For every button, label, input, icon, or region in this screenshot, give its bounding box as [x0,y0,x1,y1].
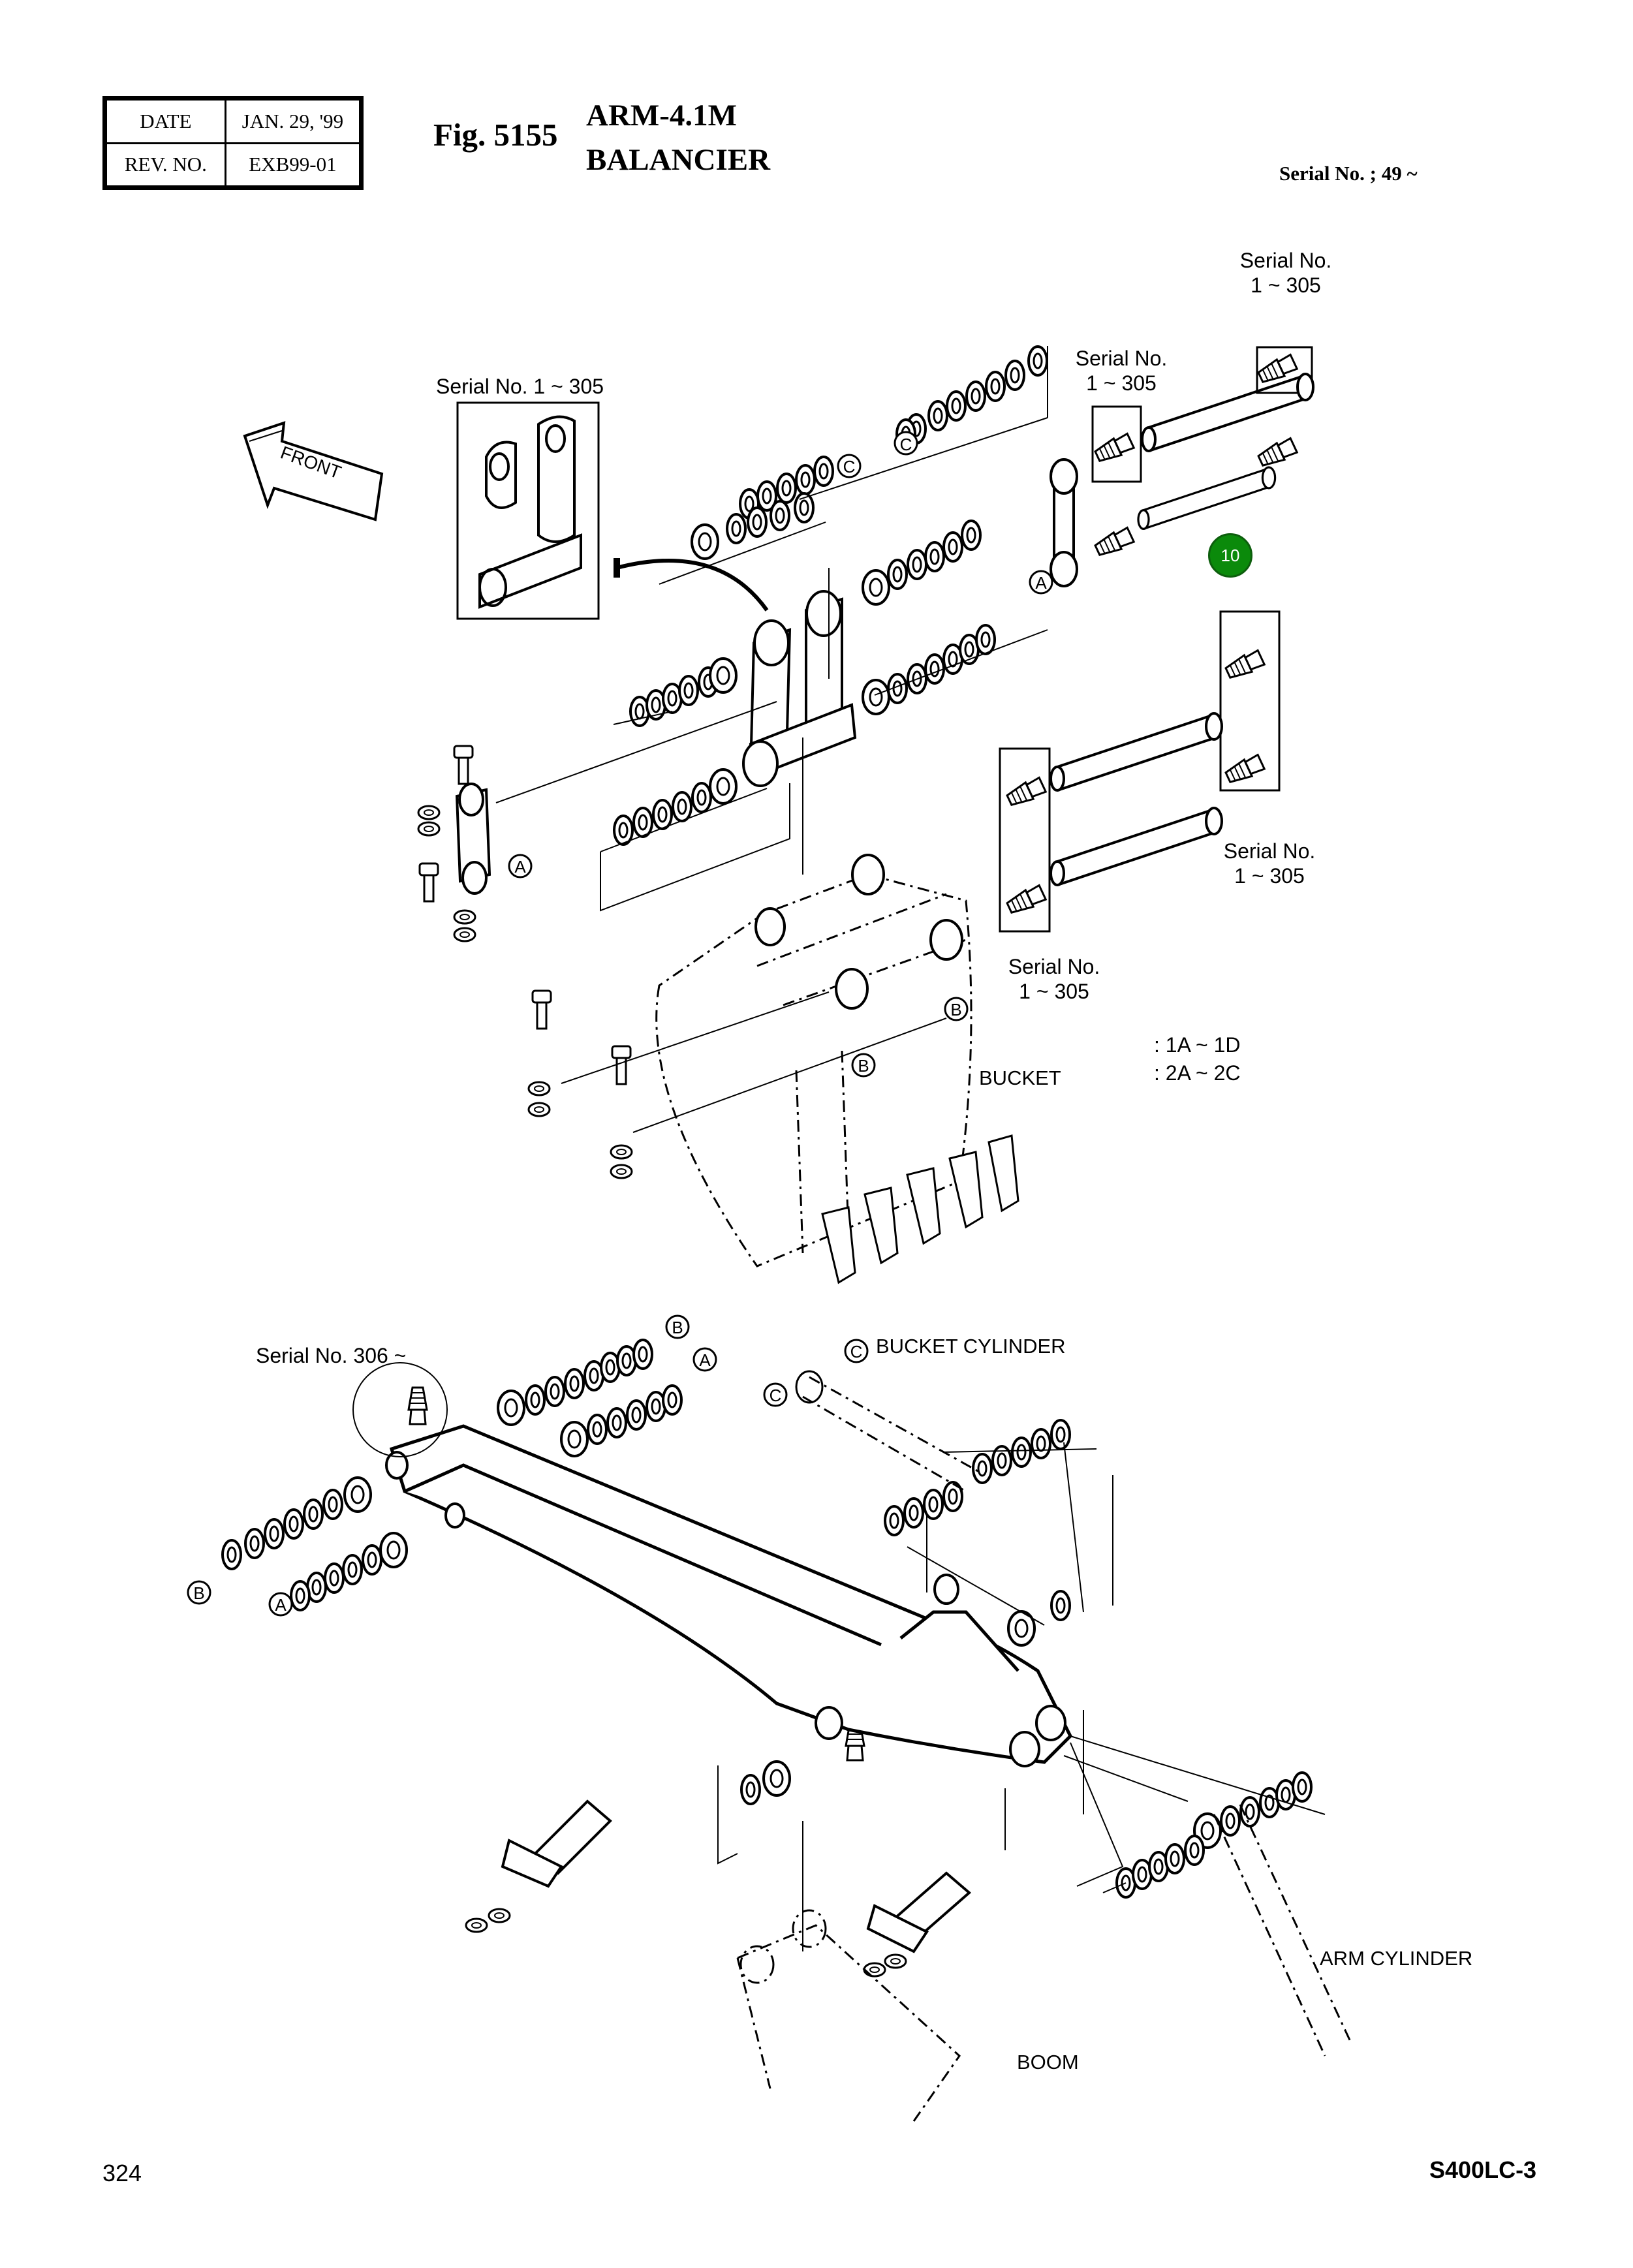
serial-applicability: Serial No. ; 49 ~ [1279,162,1418,185]
lower-pins [501,1799,972,1953]
callout-c-1: C [894,431,918,456]
callout-b-2: B [851,1053,876,1078]
revision-table: DATE JAN. 29, '99 REV. NO. EXB99-01 [102,96,364,190]
model-code: S400LC-3 [1429,2156,1537,2183]
serial-label-middle-line2: 1 ~ 305 [1019,980,1089,1004]
svg-text:A: A [1035,573,1047,593]
svg-text:A: A [514,857,526,877]
serial-label-link-box: Serial No. 1 ~ 305 [436,375,604,398]
rev-value: EXB99-01 [224,142,362,187]
callout-c-3: C [844,1339,869,1363]
range-label-2: : 2A ~ 2C [1154,1061,1241,1085]
svg-text:B: B [193,1583,204,1603]
svg-text:C: C [843,457,856,476]
page-number: 324 [102,2160,142,2186]
main-link-drawing [742,590,857,787]
svg-text:A: A [699,1350,711,1370]
serial-label-306: Serial No. 306 ~ [256,1344,407,1367]
bushing-row-top [691,345,1048,606]
date-value: JAN. 29, '99 [224,99,362,144]
link-part-drawing [478,415,582,609]
serial-label-right-line2: 1 ~ 305 [1234,864,1305,888]
boom-drawing [736,1804,1352,2122]
page-title-french: BALANCIER [586,143,771,177]
bucket-label: BUCKET [979,1066,1061,1089]
svg-text:B: B [672,1318,683,1337]
date-label: DATE [105,99,226,144]
bucket-teeth [821,1134,1019,1284]
bucket-bosses [754,854,963,1010]
rev-label: REV. NO. [105,142,226,187]
left-link-drawing [455,783,491,895]
serial-label-link: Serial No. 1 ~ 305 [1063,346,1180,396]
range-label-1: : 1A ~ 1D [1154,1033,1241,1057]
svg-text:C: C [900,435,912,454]
callout-letters: C C A A B B B A C C B A [187,431,1053,1617]
bucket-cylinder-drawing [795,1370,980,1493]
side-link-drawing [1050,458,1078,587]
svg-text:B: B [950,1000,961,1019]
serial-label-pin-top: Serial No. 1 ~ 305 [1227,248,1345,298]
callout-a-2: A [508,854,533,878]
callout-c-4: C [763,1382,788,1407]
figure-number: Fig. 5155 [433,117,558,153]
svg-text:B: B [858,1056,869,1076]
leader-arrow [616,559,769,612]
part-callout-badge[interactable]: 10 [1208,533,1252,578]
callout-b-4: B [187,1580,211,1605]
callout-b-1: B [944,997,969,1021]
arm-cylinder-label: ARM CYLINDER [1320,1947,1473,1970]
callout-a-3: A [692,1347,717,1372]
serial-label-pin-top-line1: Serial No. [1239,249,1332,272]
callout-c-2: C [837,454,862,478]
serial-label-middle: Serial No. 1 ~ 305 [995,954,1113,1004]
arm-bosses [385,1451,1066,1767]
serial-label-link-line1: Serial No. [1075,347,1168,370]
leader-lines-lower [352,1362,1326,1951]
leader-lines-upper [495,346,1048,1133]
serial-label-middle-line1: Serial No. [1008,955,1100,978]
callout-a-1: A [1029,570,1053,595]
front-arrow-icon [243,421,384,521]
arm-drawing [389,1424,1073,1764]
svg-text:C: C [770,1386,782,1405]
boom-label: BOOM [1017,2051,1079,2074]
callout-a-4: A [268,1592,293,1617]
bucket-cylinder-label: BUCKET CYLINDER [876,1335,1066,1358]
serial-label-right-line1: Serial No. [1223,839,1316,863]
page-title: ARM-4.1M [586,99,738,132]
bolts-nuts [417,745,633,1179]
serial-label-right: Serial No. 1 ~ 305 [1211,839,1328,889]
svg-text:C: C [850,1342,863,1361]
svg-text:A: A [275,1595,287,1615]
serial-label-pin-top-line2: 1 ~ 305 [1251,273,1321,298]
lower-bolts [465,1908,907,1978]
serial-label-link-line2: 1 ~ 305 [1086,371,1157,396]
callout-b-3: B [665,1314,690,1339]
serial-box-link [456,346,1313,933]
